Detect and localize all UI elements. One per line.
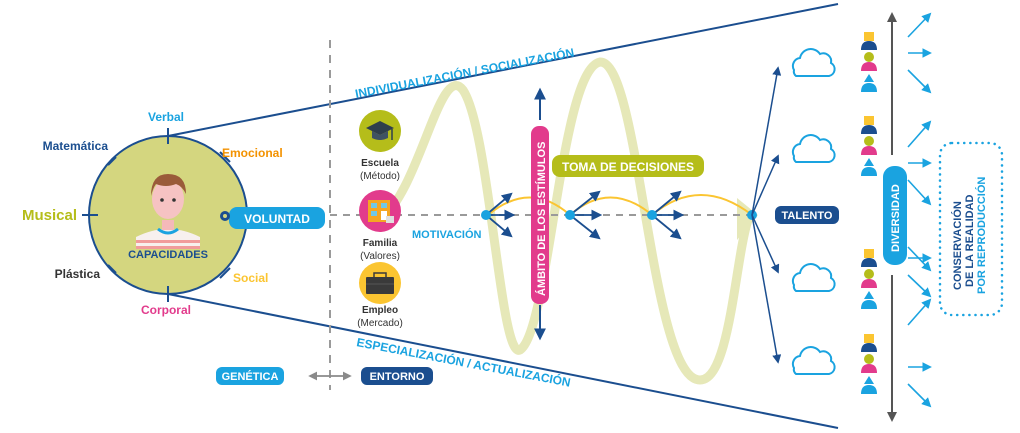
voluntad-badge bbox=[229, 207, 325, 229]
cloud-icon bbox=[791, 263, 836, 292]
person-icon-body bbox=[861, 300, 877, 309]
capacities-label: CAPACIDADES bbox=[128, 249, 208, 261]
talento-badge bbox=[775, 206, 839, 224]
diversity-arrows bbox=[907, 12, 932, 408]
person-icon-head bbox=[864, 334, 874, 343]
capacity-social: Social bbox=[233, 271, 268, 285]
person-icon-head bbox=[864, 291, 874, 299]
person-icon-head bbox=[864, 136, 874, 146]
person-icon-head bbox=[864, 74, 874, 82]
diversidad-badge bbox=[883, 166, 907, 265]
diversity-arrow bbox=[907, 383, 932, 408]
environment-empleo: Empleo (Mercado) bbox=[357, 262, 403, 329]
toma-decisiones-badge bbox=[552, 155, 704, 177]
capacity-plastica: Plástica bbox=[55, 267, 101, 281]
toma-decisiones-label: TOMA DE DECISIONES bbox=[562, 160, 694, 174]
person-icon-head bbox=[864, 249, 874, 258]
capacity-corporal: Corporal bbox=[141, 303, 191, 317]
diversity-arrow bbox=[907, 69, 932, 94]
capacity-musical: Musical bbox=[22, 207, 77, 224]
capacity-ticks bbox=[82, 128, 231, 302]
cloud-icon bbox=[791, 346, 836, 375]
person-icon-head bbox=[864, 52, 874, 62]
conservacion-line1: CONSERVACIÓN bbox=[951, 201, 964, 290]
briefcase-icon bbox=[366, 272, 394, 294]
ambito-badge bbox=[531, 126, 549, 304]
node-decision-2 bbox=[647, 210, 657, 220]
entorno-badge bbox=[361, 367, 433, 385]
person-icon-head bbox=[864, 269, 874, 279]
entorno-label: ENTORNO bbox=[370, 371, 425, 383]
people-column bbox=[861, 32, 877, 394]
conservacion-line2: DE LA REALIDAD bbox=[964, 194, 976, 287]
stimulus-wave bbox=[375, 57, 753, 385]
node-decision-1 bbox=[565, 210, 575, 220]
environment-familia: Familia (Valores) bbox=[359, 190, 401, 262]
person-icon-head bbox=[864, 354, 874, 364]
person-icon-head bbox=[864, 116, 874, 125]
capacity-matematica: Matemática bbox=[43, 139, 109, 153]
environment-escuela: Escuela (Método) bbox=[359, 110, 401, 182]
conservacion-line3: POR REPRODUCCIÓN bbox=[975, 177, 988, 294]
svg-text:Empleo: Empleo bbox=[362, 305, 398, 316]
person-icon-body bbox=[861, 343, 877, 352]
diversity-arrow bbox=[907, 298, 932, 326]
motivacion-label: MOTIVACIÓN bbox=[412, 228, 482, 241]
cloud-icon bbox=[791, 48, 836, 77]
person-icon-head bbox=[864, 32, 874, 41]
svg-text:(Valores): (Valores) bbox=[360, 251, 400, 262]
person-icon-body bbox=[861, 41, 877, 50]
capacity-emocional: Emocional bbox=[222, 146, 283, 160]
diversity-arrow bbox=[907, 274, 932, 298]
person-icon-body bbox=[861, 62, 877, 71]
person-icon-body bbox=[861, 279, 877, 288]
svg-text:Escuela: Escuela bbox=[361, 158, 399, 169]
capacity-verbal: Verbal bbox=[148, 110, 184, 124]
person-icon-body bbox=[861, 83, 877, 92]
diversity-arrow bbox=[907, 120, 932, 148]
talento-label: TALENTO bbox=[782, 210, 833, 222]
person-icon-body bbox=[861, 364, 877, 373]
gear-icon bbox=[220, 211, 230, 221]
genetica-label: GENÉTICA bbox=[222, 370, 279, 383]
svg-text:(Método): (Método) bbox=[360, 171, 400, 182]
conservacion-box bbox=[938, 141, 1004, 317]
person-icon-body bbox=[861, 258, 877, 267]
diversidad-label: DIVERSIDAD bbox=[890, 184, 902, 252]
voluntad-label: VOLUNTAD bbox=[244, 212, 310, 226]
person-icon-head bbox=[864, 376, 874, 384]
graduation-cap-icon bbox=[366, 121, 394, 140]
person-icon-body bbox=[861, 167, 877, 176]
funnel-top-line bbox=[167, 3, 839, 137]
svg-text:Familia: Familia bbox=[363, 238, 398, 249]
child-avatar-icon bbox=[136, 174, 200, 249]
diversity-arrow bbox=[907, 179, 932, 206]
funnel-bottom-line bbox=[167, 293, 839, 429]
decision-arc-1 bbox=[487, 196, 571, 216]
genetica-badge bbox=[216, 367, 284, 385]
diversity-arrow bbox=[907, 12, 932, 38]
talent-fan-arrows bbox=[751, 66, 782, 364]
person-icon-body bbox=[861, 146, 877, 155]
person-icon-head bbox=[864, 158, 874, 166]
node-motivation bbox=[481, 210, 491, 220]
ambito-label: ÁMBITO DE LOS ESTÍMULOS bbox=[535, 142, 548, 296]
svg-text:(Mercado): (Mercado) bbox=[357, 318, 403, 329]
person-icon-body bbox=[861, 385, 877, 394]
house-icon bbox=[368, 200, 394, 223]
person-icon-body bbox=[861, 125, 877, 134]
cloud-icon bbox=[791, 134, 836, 163]
